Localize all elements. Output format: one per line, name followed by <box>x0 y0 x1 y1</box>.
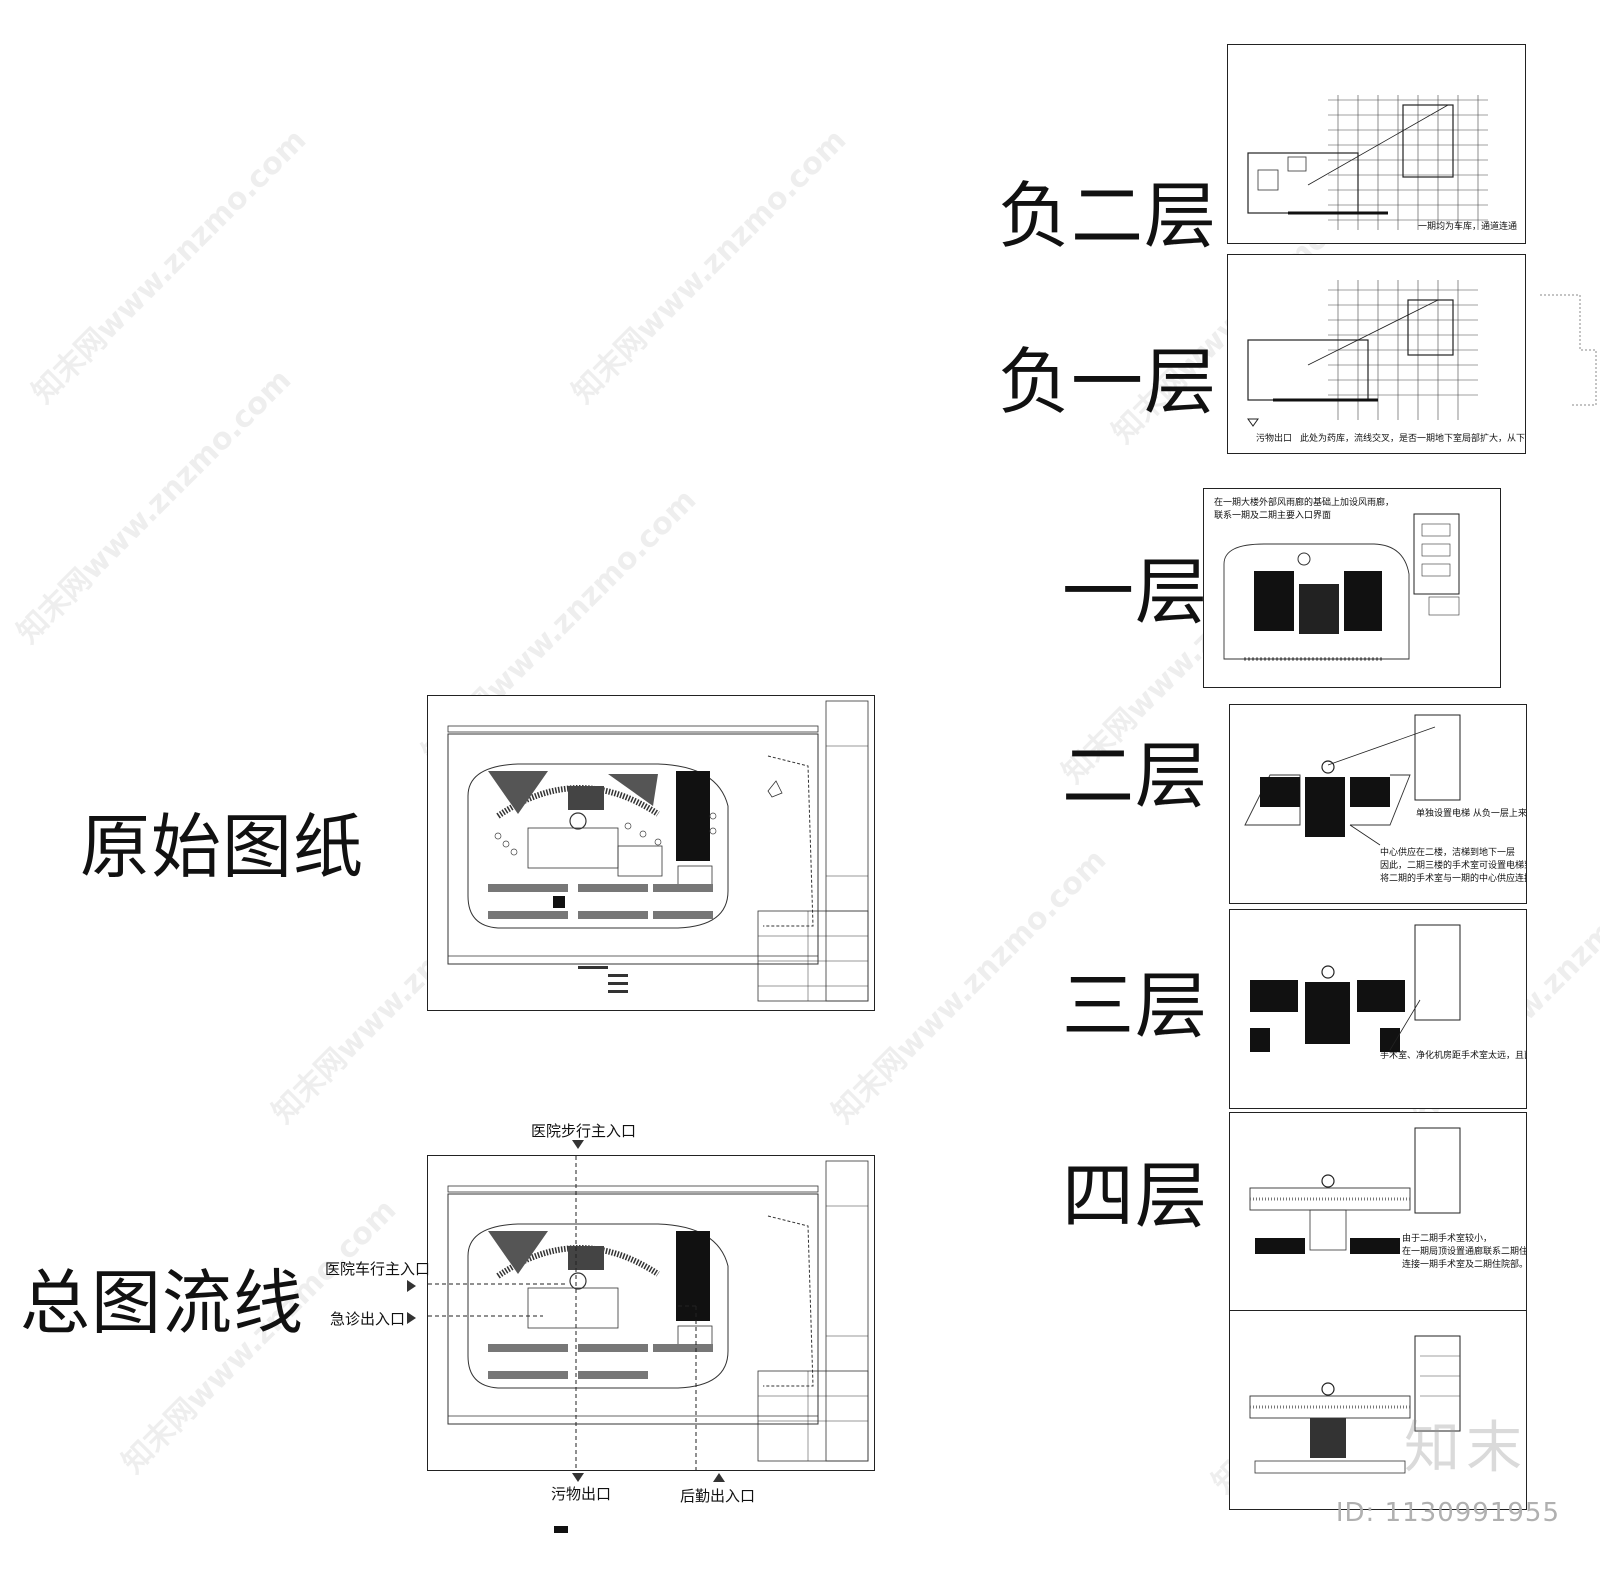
watermark: 知末网www.znzmo.com <box>25 122 314 411</box>
emergency-entry-icon <box>407 1312 416 1324</box>
vehicle-entry-icon <box>407 1280 416 1292</box>
note-f1-line2: 联系一期及二期主要入口界面 <box>1214 511 1332 521</box>
site-plan-flow-drawing <box>428 1156 869 1470</box>
note-f2-line2: 因此，二期三楼的手术室可设置电梯到地下室， <box>1380 861 1526 871</box>
label-f1: 一层 <box>1062 550 1209 634</box>
label-f2: 二层 <box>1062 734 1209 818</box>
plan-f5 <box>1229 1310 1527 1510</box>
note-f4-line2: 在一期局顶设置通廊联系二期住院部， <box>1402 1247 1527 1257</box>
flow-label-waste: 污物出口 <box>551 1485 612 1503</box>
plan-f4-drawing <box>1249 1127 1461 1254</box>
plan-f2-drawing <box>1244 714 1461 846</box>
plan-b1: 污物出口 此处为药库，流线交叉，是否一期地下室局部扩大，从下面走 <box>1227 254 1526 454</box>
plan-f1: 在一期大楼外部风雨廊的基础上加设风雨廊， 联系一期及二期主要入口界面 <box>1203 488 1501 688</box>
image-id: ID: 1130991955 <box>1335 1498 1560 1528</box>
note-f2-line3: 将二期的手术室与一期的中心供应连接起来 <box>1380 874 1526 884</box>
logistics-entry-icon <box>713 1473 725 1482</box>
note-f4-line1: 由于二期手术室较小， <box>1402 1234 1493 1244</box>
note-f3: 手术室、净化机房距手术室太远，且面积小 <box>1380 1051 1526 1061</box>
plan-f3-drawing <box>1250 924 1461 1052</box>
brand-logo: 知末 <box>1404 1416 1528 1481</box>
note-f4-line3: 连接一期手术室及二期住院部。 <box>1402 1260 1527 1270</box>
flow-label-pedestrian: 医院步行主入口 <box>531 1122 637 1140</box>
flow-label-logistics: 后勤出入口 <box>680 1487 756 1505</box>
label-flow: 总图流线 <box>20 1262 304 1344</box>
note-f1-line1: 在一期大楼外部风雨廊的基础上加设风雨廊， <box>1214 498 1395 508</box>
flow-label-emergency: 急诊出入口 <box>330 1310 406 1328</box>
note-b2: 一期均为车库，通道连通 <box>1418 222 1518 232</box>
watermark: 知末网www.znzmo.com <box>10 362 299 651</box>
original-site-plan <box>427 695 875 1011</box>
scale-marker <box>554 1526 568 1533</box>
note-b1: 此处为药库，流线交叉，是否一期地下室局部扩大，从下面走 <box>1300 434 1526 444</box>
note-b1-exit: 污物出口 <box>1256 434 1293 444</box>
pedestrian-entry-icon <box>572 1140 584 1149</box>
plan-f1-drawing <box>1223 513 1460 661</box>
label-f3: 三层 <box>1062 964 1209 1048</box>
partial-outline <box>1540 294 1597 406</box>
waste-exit-icon <box>572 1473 584 1482</box>
plan-f4: 由于二期手术室较小， 在一期局顶设置通廊联系二期住院部， 连接一期手术室及二期住… <box>1229 1112 1527 1312</box>
site-plan-drawing <box>447 700 869 1002</box>
plan-f3: 手术室、净化机房距手术室太远，且面积小 <box>1229 909 1527 1109</box>
label-original: 原始图纸 <box>80 806 364 888</box>
plan-f5-drawing <box>1249 1335 1461 1474</box>
note-f2-side: 单独设置电梯 从负一层上来 <box>1416 809 1527 819</box>
watermark: 知末网www.znzmo.com <box>565 122 854 411</box>
flow-site-plan <box>427 1155 875 1471</box>
flow-label-vehicle: 医院车行主入口 <box>325 1260 431 1278</box>
plan-b2: 一期均为车库，通道连通 <box>1227 44 1526 244</box>
label-b2: 负二层 <box>998 174 1218 258</box>
plan-b1-drawing <box>1247 280 1478 427</box>
plan-b2-drawing <box>1247 95 1488 230</box>
plan-f2: 单独设置电梯 从负一层上来 中心供应在二楼，洁梯到地下一层 因此，二期三楼的手术… <box>1229 704 1527 904</box>
note-f2-line1: 中心供应在二楼，洁梯到地下一层 <box>1380 848 1516 858</box>
label-f4: 四层 <box>1062 1154 1209 1238</box>
label-b1: 负一层 <box>998 340 1218 424</box>
